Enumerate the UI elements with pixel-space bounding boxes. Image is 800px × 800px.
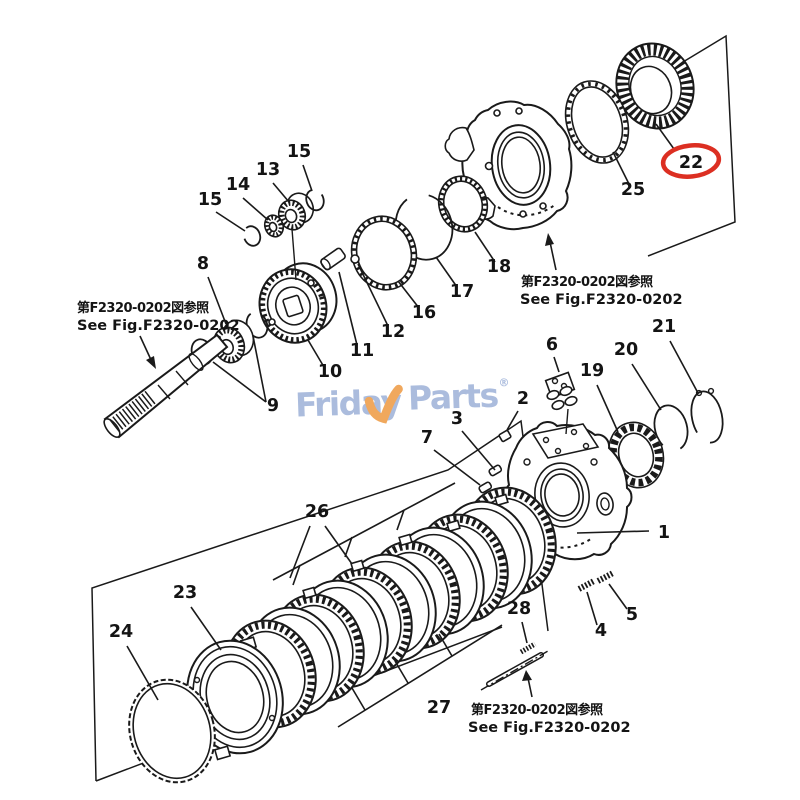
part-11-pin bbox=[320, 247, 346, 271]
callout-27: 27 bbox=[427, 698, 451, 718]
callout-4: 4 bbox=[595, 621, 607, 641]
see-fig-top-jp: 第F2320-0202図参照 bbox=[521, 274, 653, 290]
bracket-27 bbox=[337, 624, 503, 728]
part-10-drum bbox=[258, 228, 338, 344]
part-15-ring-left bbox=[242, 225, 262, 247]
callout-15a: 15 bbox=[198, 190, 222, 210]
shaft-see-fig-left bbox=[103, 333, 229, 439]
part-4-spring bbox=[577, 578, 596, 592]
callout-3: 3 bbox=[451, 409, 463, 429]
callout-7: 7 bbox=[421, 428, 433, 448]
watermark-parts: Parts bbox=[407, 376, 499, 418]
callout-12: 12 bbox=[381, 322, 405, 342]
callout-20: 20 bbox=[614, 340, 638, 360]
callout-25: 25 bbox=[621, 180, 645, 200]
watermark-logo: Friday Parts ® bbox=[294, 376, 509, 425]
see-fig-ref-bottom: 第F2320-0202図参照 See Fig.F2320-0202 bbox=[468, 670, 631, 736]
see-fig-bottom-jp: 第F2320-0202図参照 bbox=[471, 702, 603, 718]
leader-lines bbox=[126, 123, 699, 701]
callout-13: 13 bbox=[256, 160, 280, 180]
part-21-snap-ring bbox=[690, 387, 724, 444]
callout-9: 9 bbox=[267, 396, 279, 416]
arrow-top-right bbox=[545, 233, 554, 246]
callout-21: 21 bbox=[652, 317, 676, 337]
part-24-ring bbox=[128, 678, 216, 784]
part-14-collar bbox=[263, 214, 285, 238]
upper-boundary-lines bbox=[647, 34, 736, 257]
watermark-registered: ® bbox=[498, 376, 509, 389]
housing-see-fig-top bbox=[444, 100, 573, 231]
callout-1: 1 bbox=[658, 523, 670, 543]
callout-6: 6 bbox=[546, 335, 558, 355]
part-2-nut bbox=[498, 429, 512, 443]
callout-2: 2 bbox=[517, 389, 529, 409]
highlight-ellipse-22 bbox=[660, 143, 722, 179]
see-fig-bottom-en: See Fig.F2320-0202 bbox=[468, 720, 631, 736]
see-fig-ref-top-right: 第F2320-0202図参照 See Fig.F2320-0202 bbox=[520, 233, 683, 308]
arrow-left bbox=[146, 356, 156, 369]
callout-14: 14 bbox=[226, 175, 250, 195]
part-25-ring bbox=[564, 80, 630, 164]
callout-10: 10 bbox=[318, 362, 342, 382]
arrow-bottom bbox=[522, 670, 532, 681]
callout-28: 28 bbox=[507, 599, 531, 619]
rod-see-fig-bottom bbox=[480, 650, 549, 691]
callout-23: 23 bbox=[173, 583, 197, 603]
part-12-ball bbox=[350, 254, 360, 264]
see-fig-ref-left: 第F2320-0202図参照 See Fig.F2320-0202 bbox=[77, 300, 240, 369]
callout-15b: 15 bbox=[287, 142, 311, 162]
see-fig-top-en: See Fig.F2320-0202 bbox=[520, 292, 683, 308]
see-fig-left-jp: 第F2320-0202図参照 bbox=[77, 300, 209, 316]
callout-16: 16 bbox=[412, 303, 436, 323]
callout-8: 8 bbox=[197, 254, 209, 274]
callout-18: 18 bbox=[487, 257, 511, 277]
part-15-ring-right bbox=[305, 188, 325, 212]
watermark-check-icon bbox=[364, 384, 403, 424]
callout-19: 19 bbox=[580, 361, 604, 381]
callout-labels: 1 2 3 4 5 6 7 8 9 10 11 12 13 14 15 15 1… bbox=[109, 142, 703, 718]
callout-11: 11 bbox=[350, 341, 374, 361]
part-6-plate bbox=[544, 371, 578, 435]
part-7-pin bbox=[478, 481, 493, 494]
callout-17: 17 bbox=[450, 282, 474, 302]
part-3-pin bbox=[488, 464, 503, 477]
callout-22: 22 bbox=[679, 153, 703, 173]
part-22-gear-ring bbox=[615, 42, 695, 130]
see-fig-left-en: See Fig.F2320-0202 bbox=[77, 318, 240, 334]
part-5-spring bbox=[596, 570, 615, 584]
part-16-ring bbox=[350, 215, 418, 291]
callout-5: 5 bbox=[626, 605, 638, 625]
callout-26: 26 bbox=[305, 502, 329, 522]
bracket-26 bbox=[272, 482, 456, 586]
part-28-coil bbox=[519, 641, 537, 655]
part-20-ring bbox=[653, 404, 689, 452]
part-19-bearing bbox=[607, 421, 665, 489]
callout-24: 24 bbox=[109, 622, 133, 642]
